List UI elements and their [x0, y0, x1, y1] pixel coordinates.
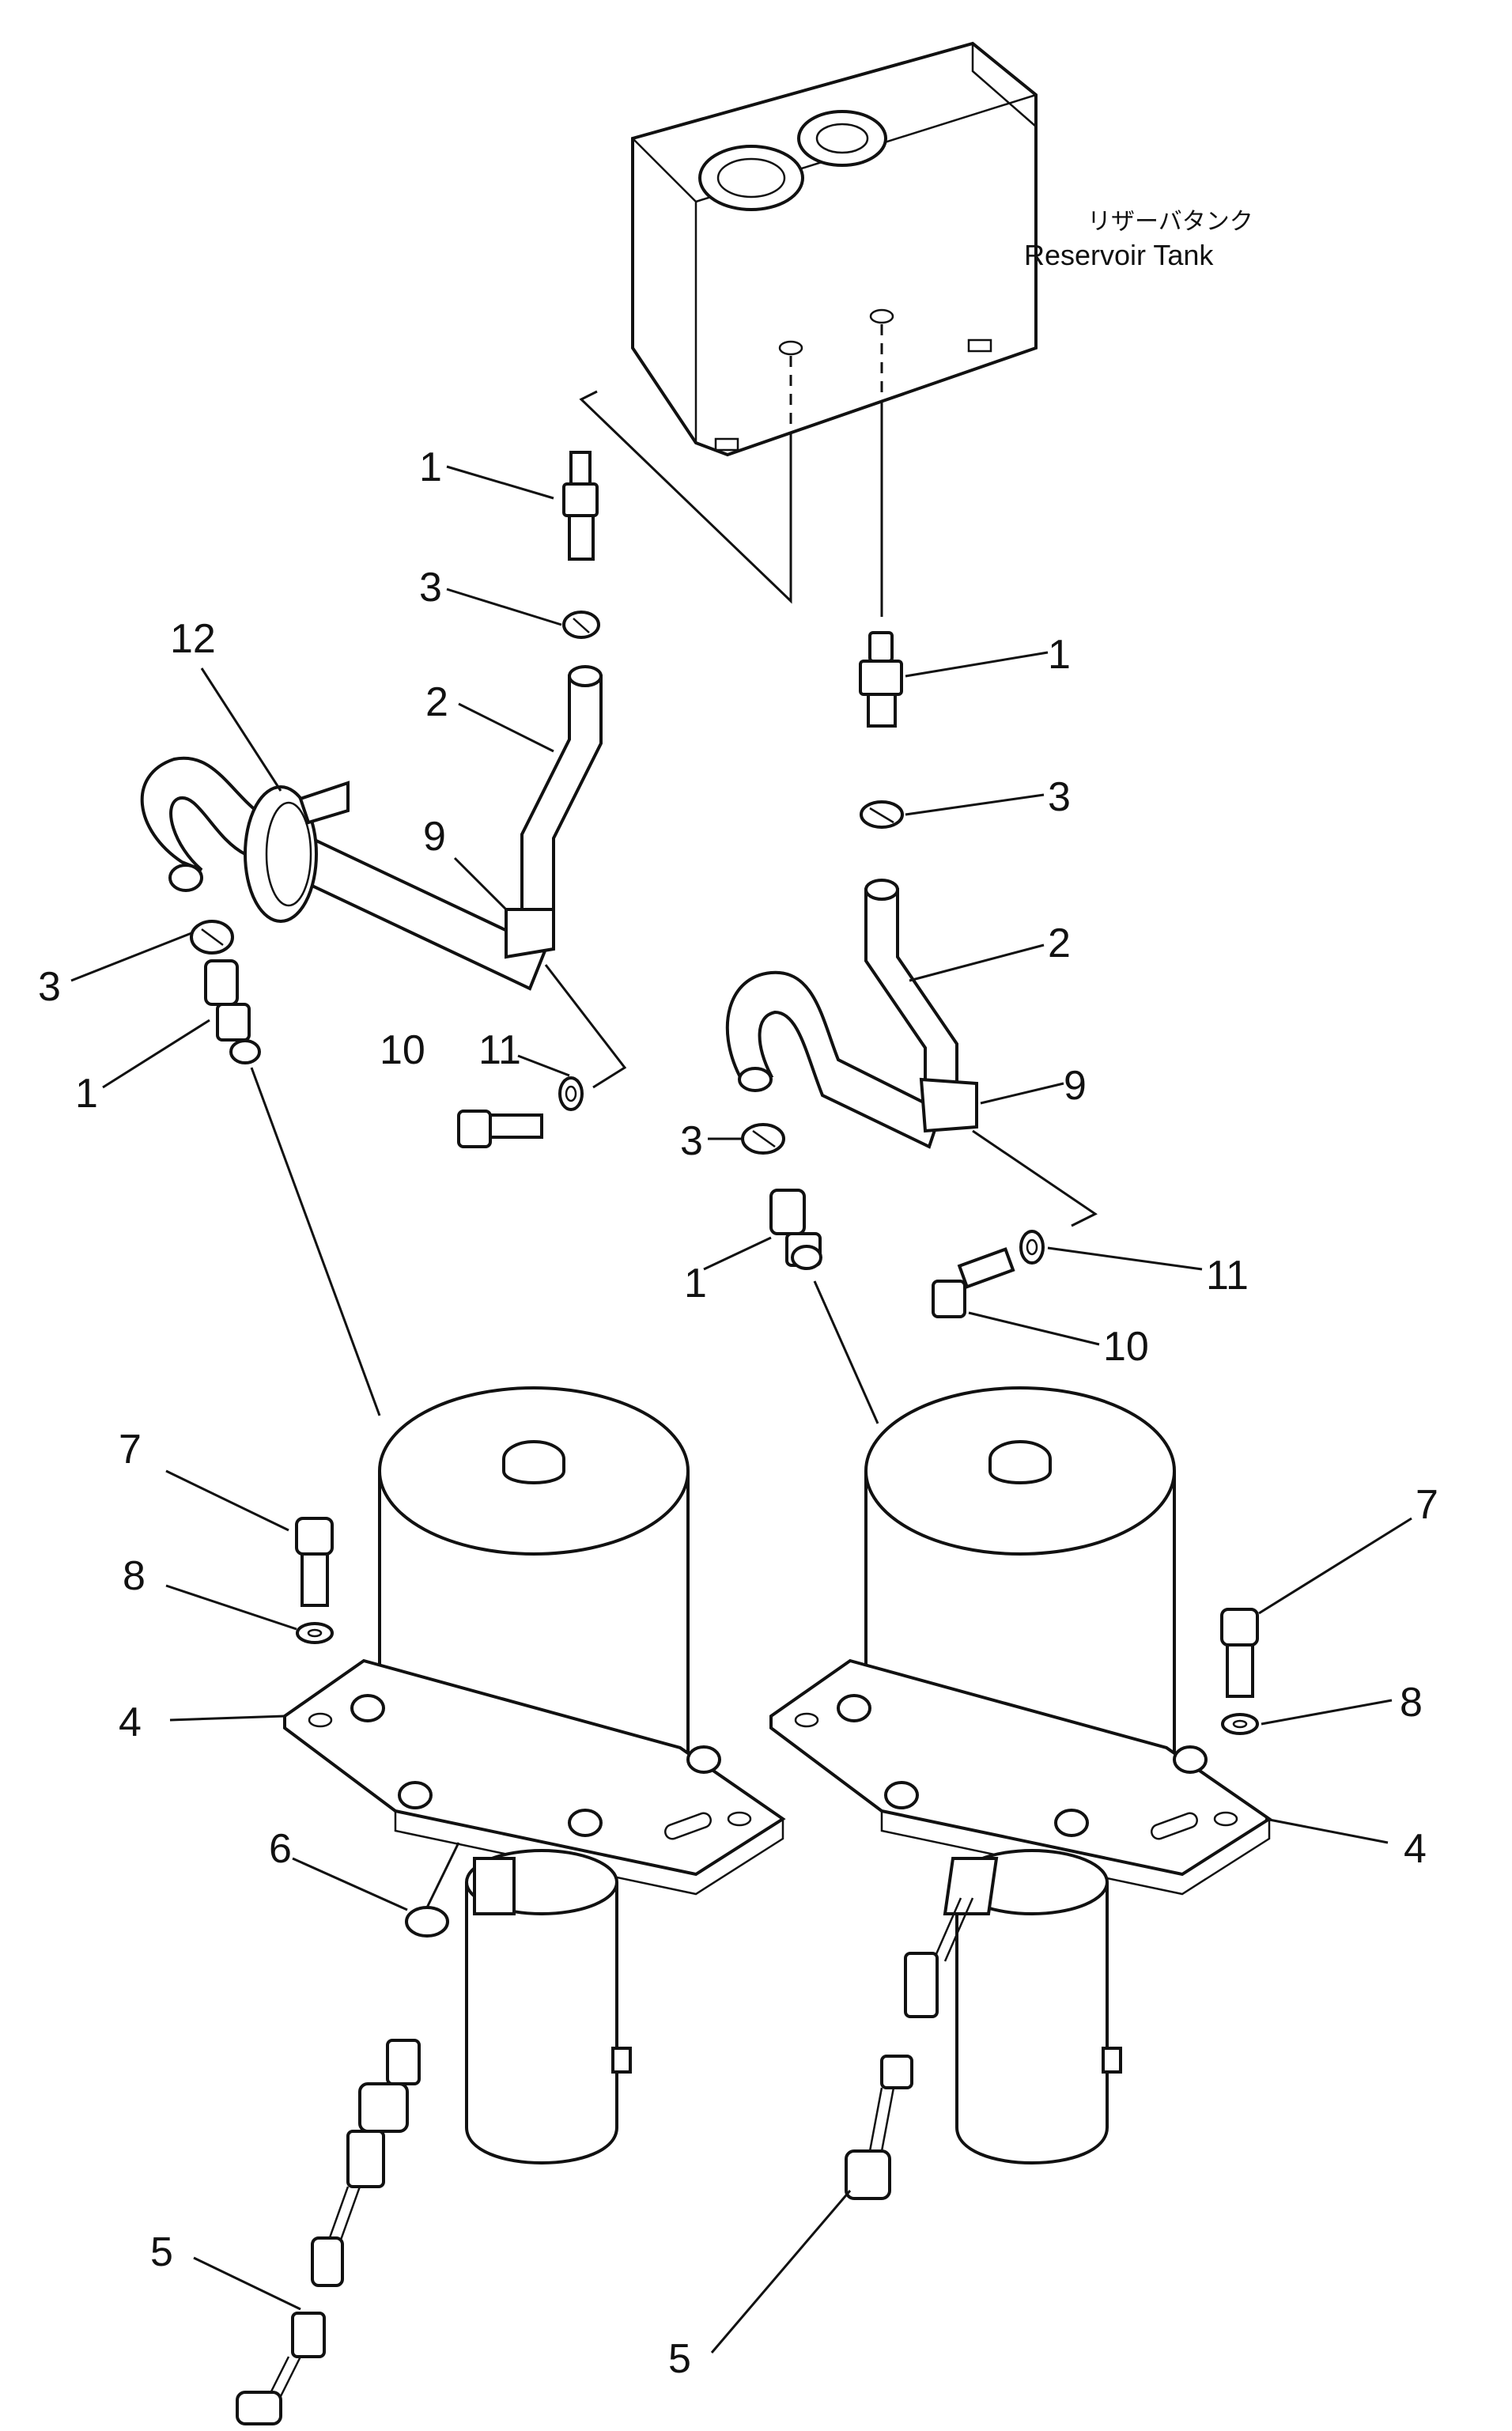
callout-left-1-upper: 1: [419, 444, 442, 490]
callout-right-3-lower: 3: [680, 1118, 703, 1164]
left-sensor-5: [236, 2039, 421, 2425]
left-clamp-3-lower: [190, 920, 234, 955]
left-hose-2: [520, 675, 603, 911]
callout-left-3-lower: 3: [38, 964, 61, 1010]
callout-right-5: 5: [668, 2336, 691, 2382]
left-lower-body: [465, 1849, 632, 2164]
right-washer-8: [1221, 1713, 1259, 1735]
right-lower-body: [943, 1849, 1122, 2164]
left-o-ring-6: [405, 1906, 449, 1938]
callout-left-5: 5: [150, 2229, 173, 2275]
left-fitting-1-lower: [204, 959, 261, 1064]
right-assembly: [725, 631, 1272, 2200]
tank-label-japanese: リザーバタンク: [1087, 208, 1253, 236]
callout-labels: 1 3 12 2 9 3 1 10 11 7 8 4 6 5 1 3 2 9 3…: [38, 444, 1438, 2382]
left-washer-8: [296, 1622, 334, 1644]
callout-right-1-upper: 1: [1048, 632, 1071, 678]
callout-right-9: 9: [1064, 1063, 1087, 1109]
left-bolt-10: [457, 1110, 543, 1148]
left-fitting-1-upper: [562, 451, 599, 561]
callout-left-7: 7: [119, 1427, 142, 1473]
right-washer-11: [1019, 1230, 1045, 1265]
callout-left-1-lower: 1: [75, 1071, 98, 1117]
callout-right-8: 8: [1400, 1680, 1423, 1726]
callout-left-11: 11: [478, 1027, 521, 1073]
callout-left-6: 6: [269, 1826, 292, 1872]
callout-left-10: 10: [380, 1027, 425, 1073]
right-fitting-1-lower: [769, 1189, 822, 1270]
left-washer-11: [558, 1076, 584, 1111]
right-flange-4: [769, 1658, 1272, 1896]
callout-right-7: 7: [1416, 1482, 1438, 1528]
left-bolt-7: [295, 1517, 334, 1607]
callout-right-4: 4: [1404, 1826, 1427, 1872]
callout-left-2: 2: [425, 679, 448, 725]
left-assembly: [140, 451, 786, 2425]
leader-lines: [70, 465, 1412, 2353]
right-bolt-7: [1220, 1608, 1259, 1698]
callout-left-3-upper: 3: [419, 565, 442, 611]
right-sensor-5: [845, 1897, 974, 2200]
right-clamp-3-lower: [741, 1123, 785, 1155]
left-clip-12: [244, 781, 350, 923]
reservoir-tank: [631, 41, 1038, 457]
right-bracket-9: [919, 1077, 978, 1133]
left-flange-4: [283, 1658, 786, 1896]
left-bracket-9: [505, 908, 555, 959]
callout-left-8: 8: [123, 1553, 146, 1599]
callout-right-1-lower: 1: [684, 1261, 707, 1306]
right-bolt-10: [932, 1247, 1015, 1318]
right-clamp-3-upper: [860, 800, 904, 829]
callout-right-11: 11: [1206, 1253, 1249, 1299]
callout-right-10: 10: [1103, 1324, 1149, 1370]
callout-right-3-upper: 3: [1048, 774, 1071, 820]
right-fitting-1-upper: [859, 631, 903, 728]
right-hose-2: [864, 888, 958, 1101]
tank-label: リザーバタンク Reservoir Tank: [1024, 208, 1253, 271]
left-clamp-3-upper: [562, 611, 600, 639]
callout-left-4: 4: [119, 1699, 142, 1745]
callout-left-9: 9: [423, 814, 446, 860]
tank-label-english: Reservoir Tank: [1024, 239, 1214, 271]
callout-right-2: 2: [1048, 921, 1071, 966]
callout-left-12: 12: [170, 616, 216, 662]
right-pipe: [725, 970, 943, 1149]
